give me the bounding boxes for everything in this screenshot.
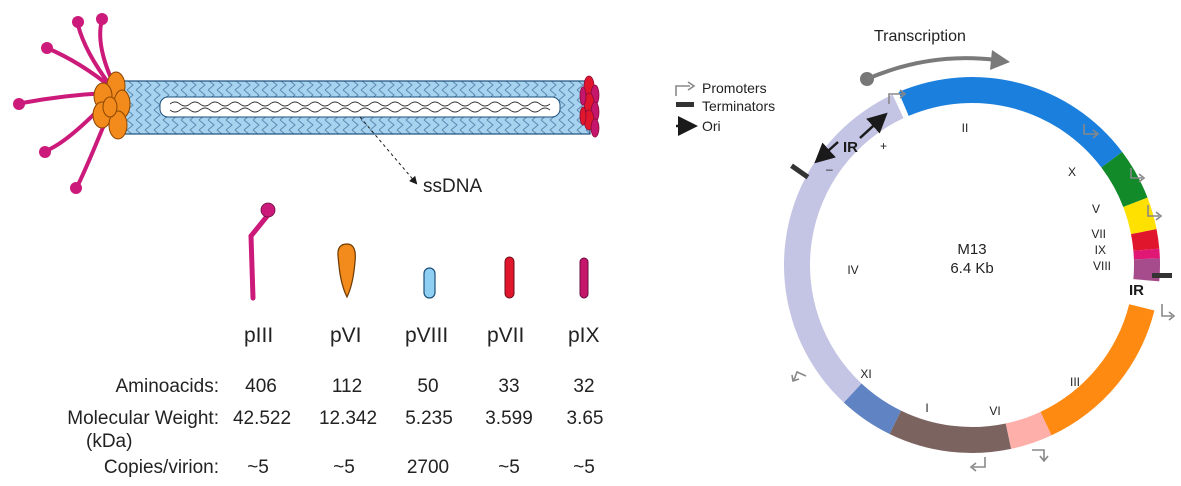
- protein-icons: [248, 202, 589, 301]
- gene-arc-x: [1101, 151, 1148, 207]
- col-header-pix: pIX: [568, 324, 600, 347]
- copies-pviii: 2700: [407, 457, 449, 478]
- aa-pix: 32: [573, 376, 594, 397]
- transcription-arrow-head: [990, 50, 1010, 70]
- gene-arc-iv: [783, 94, 904, 403]
- aa-pvi: 112: [332, 376, 362, 397]
- piii-heads: [13, 13, 108, 194]
- mw-pvii: 3.599: [485, 408, 533, 429]
- gene-arc-vi: [1005, 411, 1052, 449]
- promoter-icon: [791, 370, 807, 383]
- pviii-icon: [423, 267, 436, 299]
- copies-piii: ~5: [247, 457, 269, 478]
- gene-arc-i: [889, 410, 1012, 453]
- ori-minus-sign: –: [826, 162, 833, 176]
- ssdna-pointer: [359, 116, 418, 185]
- genome-size: 6.4 Kb: [950, 260, 993, 277]
- gene-arc-ix: [1133, 248, 1160, 260]
- legend-terminator-symbol: [676, 102, 694, 107]
- ir-label-left: IR: [843, 139, 858, 156]
- col-header-pvii: pVII: [487, 324, 524, 347]
- gene-label-xi: XI: [860, 367, 871, 381]
- piii-icon: [248, 202, 276, 301]
- gene-label-iii: III: [1070, 375, 1080, 389]
- copies-pvii: ~5: [498, 457, 520, 478]
- legend-terminators: Terminators: [702, 98, 775, 114]
- virion-diagram: ssDNA: [13, 13, 600, 197]
- copies-pix: ~5: [573, 457, 595, 478]
- protein-table: pIII pVI pVIII pVII pIX Aminoacids: Mole…: [67, 324, 603, 478]
- gene-label-v: V: [1092, 202, 1100, 216]
- pvi-cluster: [92, 71, 131, 140]
- legend-ori: Ori: [702, 118, 721, 134]
- mw-pix: 3.65: [567, 408, 604, 429]
- transcription-indicator: Transcription: [860, 28, 1010, 86]
- mw-pvi: 12.342: [319, 408, 377, 429]
- promoter-icon: [969, 457, 986, 472]
- row-label-mw: Molecular Weight:: [67, 408, 219, 429]
- gene-label-x: X: [1068, 165, 1076, 179]
- ir-label-right: IR: [1129, 282, 1144, 299]
- genome-name: M13: [957, 241, 986, 258]
- gene-arc-xi: [843, 383, 901, 434]
- mw-piii: 42.522: [233, 408, 291, 429]
- copies-pvi: ~5: [333, 457, 355, 478]
- promoters: [791, 89, 1176, 472]
- transcription-arrow: [866, 56, 997, 81]
- row-label-aminoacids: Aminoacids:: [116, 376, 220, 397]
- gene-label-vi: VI: [989, 404, 1000, 418]
- legend: Promoters Terminators Ori: [675, 80, 775, 136]
- row-label-mw-unit: (kDa): [86, 431, 132, 452]
- gene-label-viii: VIII: [1093, 259, 1111, 273]
- promoter-icon: [888, 89, 907, 104]
- gene-label-vii: VII: [1091, 227, 1106, 241]
- gene-label-i: I: [925, 401, 928, 415]
- mw-pviii: 5.235: [405, 408, 453, 429]
- gene-label-iv: IV: [847, 263, 858, 277]
- gene-arc-vii: [1131, 229, 1160, 251]
- col-header-pvi: pVI: [330, 324, 362, 347]
- gene-arc-ii: [898, 77, 1123, 168]
- promoter-icon: [1130, 168, 1146, 183]
- gene-label-ii: II: [962, 121, 969, 135]
- ssdna-label: ssDNA: [423, 176, 482, 197]
- pix-icon: [579, 257, 589, 299]
- aa-pviii: 50: [417, 376, 438, 397]
- legend-promoter-symbol: [675, 81, 696, 96]
- aa-pvii: 33: [498, 376, 519, 397]
- row-label-copies: Copies/virion:: [104, 457, 219, 478]
- pvii-icon: [504, 256, 515, 299]
- terminator-right: [1152, 273, 1172, 278]
- ori-plus-arrow: [859, 112, 888, 139]
- gene-label-ix: IX: [1095, 243, 1106, 257]
- m13-genome-map: Promoters Terminators Ori Transcription …: [675, 28, 1176, 472]
- promoter-icon: [1147, 205, 1163, 221]
- col-header-piii: pIII: [244, 324, 273, 347]
- col-header-pviii: pVIII: [405, 324, 448, 347]
- ssdna-strand-2: [169, 107, 551, 113]
- transcription-label: Transcription: [874, 28, 966, 45]
- terminator-left: [790, 163, 810, 180]
- aa-piii: 406: [245, 376, 277, 397]
- ssdna-strand-1: [169, 101, 551, 107]
- promoter-icon: [1161, 304, 1176, 321]
- legend-promoters: Promoters: [702, 80, 767, 96]
- pvi-icon: [337, 243, 356, 299]
- ori-minus-arrow: [814, 141, 839, 164]
- pvii-pix-cap: [579, 75, 600, 138]
- virion-lumen: [159, 96, 561, 118]
- promoter-icon: [1032, 449, 1049, 463]
- gene-arc-iii: [1040, 304, 1155, 436]
- promoter-icon: [1083, 124, 1100, 139]
- ori-plus-sign: +: [880, 139, 887, 153]
